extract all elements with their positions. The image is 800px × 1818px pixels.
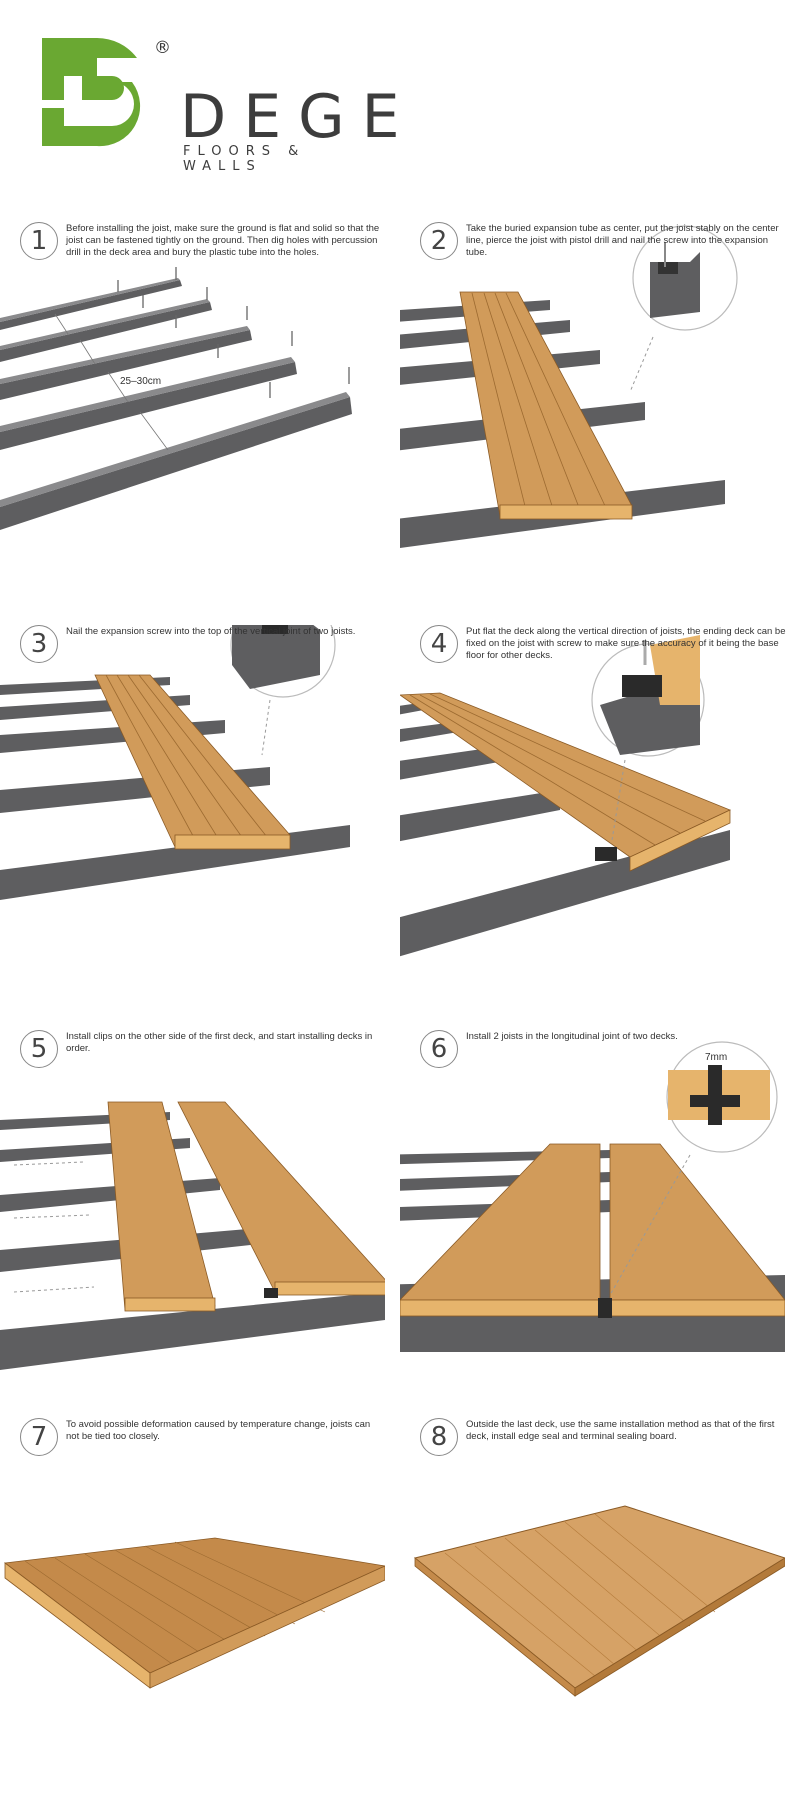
step-6: 7mm 6 Install 2 joists in the longitudin…	[400, 1030, 785, 1430]
brand-logo: ® DEGE FLOORS & WALLS	[42, 38, 400, 174]
step-3: 3 Nail the expansion screw into the top …	[0, 625, 385, 1025]
step-description: Outside the last deck, use the same inst…	[466, 1419, 775, 1442]
step-number: 4	[420, 625, 458, 663]
step-number: 8	[420, 1418, 458, 1456]
step-4: 4 Put flat the deck along the vertical d…	[400, 625, 786, 1025]
base-deck-illustration	[400, 635, 731, 957]
step-8: 8 Outside the last deck, use the same in…	[400, 1418, 785, 1818]
longitudinal-joint-illustration: 7mm	[400, 1041, 785, 1352]
dege-logo-icon	[42, 38, 141, 147]
step-number: 7	[20, 1418, 58, 1456]
expansion-screw-illustration	[0, 625, 350, 900]
gap-measure: 7mm	[705, 1052, 727, 1063]
brand-tagline: FLOORS & WALLS	[183, 144, 306, 174]
step-2: 2 Take the buried expansion tube as cent…	[400, 222, 785, 622]
step-description: Before installing the joist, make sure t…	[66, 223, 380, 258]
step-number: 5	[20, 1030, 58, 1068]
step-description: Take the buried expansion tube as center…	[466, 223, 779, 258]
step-number: 6	[420, 1030, 458, 1068]
deck-spacing-illustration	[3, 1537, 385, 1689]
joists-layout-illustration: 25–30cm	[0, 267, 352, 530]
step-number: 3	[20, 625, 58, 663]
step-7: 7 To avoid possible deformation caused b…	[0, 1418, 385, 1818]
spacing-measure: 25–30cm	[120, 376, 161, 387]
step-5: 5 Install clips on the other side of the…	[0, 1030, 385, 1430]
step-description: Nail the expansion screw into the top of…	[66, 626, 356, 637]
step-description: To avoid possible deformation caused by …	[66, 1419, 371, 1442]
first-joist-illustration	[400, 225, 738, 548]
clip-install-illustration	[0, 1101, 385, 1370]
step-description: Install 2 joists in the longitudinal joi…	[466, 1031, 678, 1042]
finished-deck-illustration	[413, 1505, 785, 1697]
brand-name: DEGE	[180, 82, 417, 152]
step-1: 25–30cm 1 Before installing the joist, m…	[0, 222, 385, 622]
registered-mark: ®	[154, 38, 171, 58]
step-number: 1	[20, 222, 58, 260]
step-description: Install clips on the other side of the f…	[66, 1031, 373, 1054]
step-number: 2	[420, 222, 458, 260]
step-description: Put flat the deck along the vertical dir…	[466, 626, 786, 661]
